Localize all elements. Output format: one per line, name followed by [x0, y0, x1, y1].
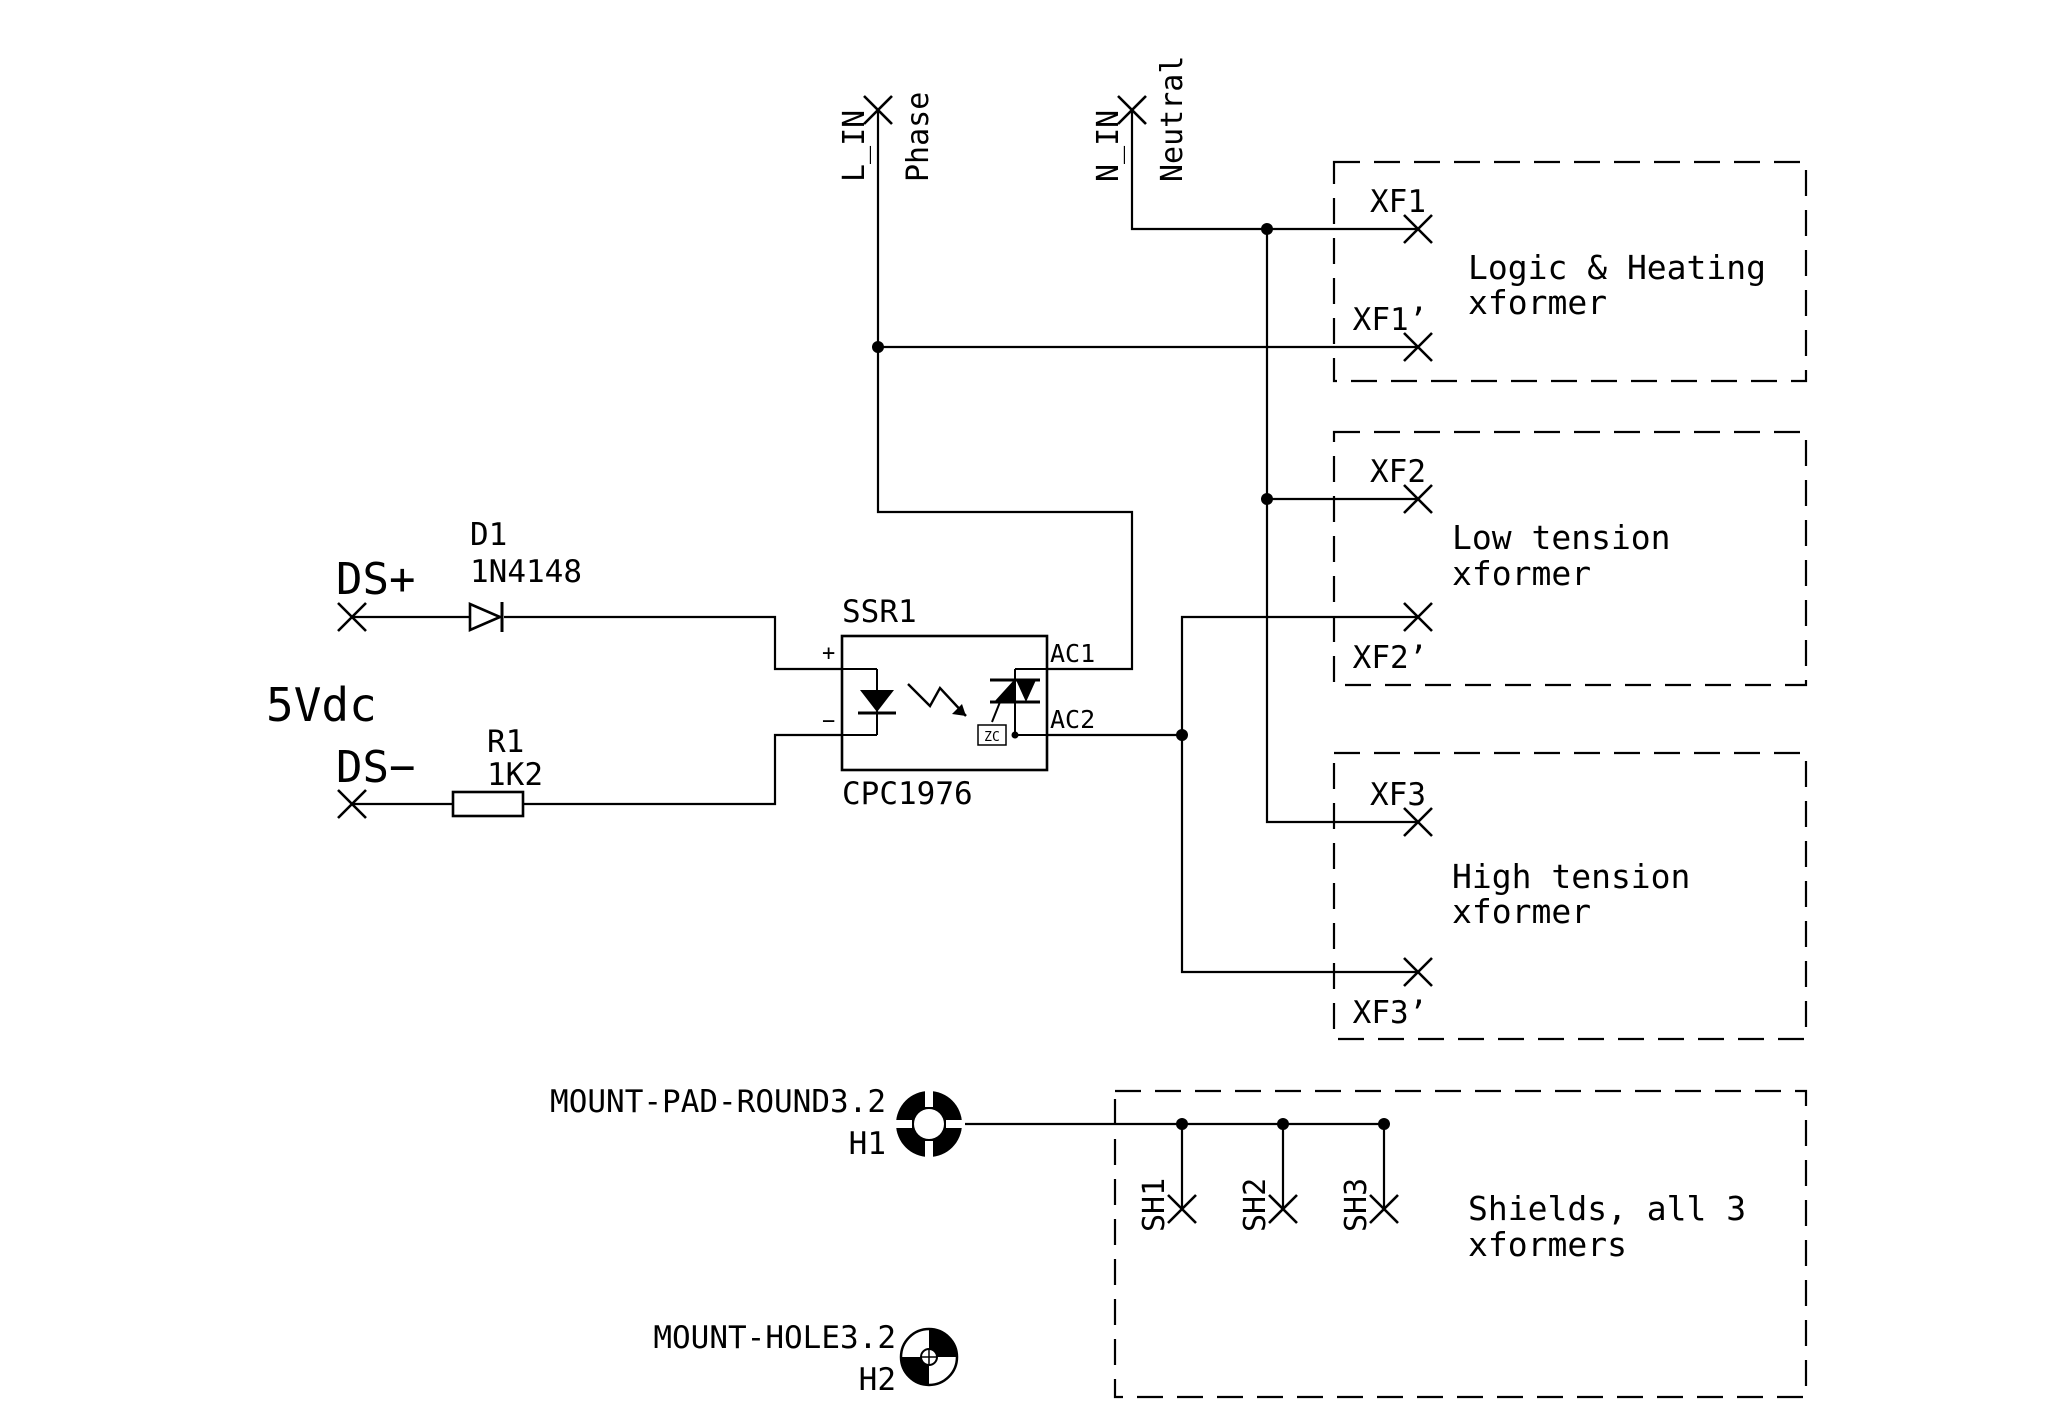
- diode-anode-triangle: [468, 602, 504, 632]
- ssr-zc-label: ZC: [984, 730, 1000, 745]
- h2-ref-label: H2: [859, 1362, 896, 1398]
- r1-value-label: 1K2: [487, 757, 543, 793]
- junction-dot: [872, 341, 884, 353]
- ds-minus-label: DS−: [336, 742, 415, 793]
- connector-xf3b: [1403, 957, 1433, 987]
- wires: [352, 110, 1418, 1209]
- wire-ds-minus-2: [523, 733, 842, 806]
- phase-label: Phase: [901, 92, 936, 182]
- ssr-led-triangle: [860, 690, 894, 712]
- h2-part-label: MOUNT-HOLE3.2: [653, 1320, 896, 1356]
- sh3-pin-label: SH3: [1339, 1178, 1374, 1232]
- ssr-triac-triangle-right: [1016, 680, 1036, 702]
- sh2-pin-label: SH2: [1238, 1178, 1273, 1232]
- connector-xf1: [1403, 214, 1433, 244]
- ssr1-ref-label: SSR1: [842, 594, 917, 630]
- ssr1-body: [840, 634, 1049, 772]
- ssr-light-arrow: [907, 683, 967, 717]
- ssr1-pin-minus: −: [822, 709, 835, 734]
- r1-ref-label: R1: [487, 724, 524, 760]
- neutral-label: Neutral: [1155, 56, 1190, 182]
- xf3b-pin-label: XF3’: [1353, 995, 1428, 1031]
- junctions: [872, 223, 1390, 1130]
- xformer-2-subtitle: xformer: [1452, 554, 1591, 593]
- junction-dot: [1261, 223, 1273, 235]
- connector-ds-minus: [337, 789, 367, 819]
- mount-pad-h1: [893, 1088, 965, 1160]
- connector-crosses: [337, 95, 1433, 1224]
- mount-hole-quadrant: [901, 1357, 929, 1385]
- xformer-3-subtitle: xformer: [1452, 892, 1591, 931]
- wire-ds-plus-2: [504, 615, 842, 671]
- junction-dot: [1277, 1118, 1289, 1130]
- ssr1-pin-plus: +: [822, 641, 835, 666]
- ssr1-pin-ac2: AC2: [1050, 705, 1095, 734]
- connector-sh1: [1167, 1194, 1197, 1224]
- junction-dot: [1176, 1118, 1188, 1130]
- h1-ref-label: H1: [849, 1126, 886, 1162]
- shields-subtitle: xformers: [1468, 1225, 1627, 1264]
- l-in-label: L_IN: [837, 110, 872, 182]
- xformer-1-title: Logic & Heating: [1468, 248, 1766, 287]
- wire-neutral: [1130, 110, 1418, 231]
- mount-hole-h2: [899, 1327, 959, 1387]
- connector-sh3: [1369, 1194, 1399, 1224]
- connector-n-in: [1117, 95, 1147, 125]
- junction-dot: [1378, 1118, 1390, 1130]
- xformer-3-frame: [1332, 751, 1808, 1041]
- n-in-label: N_IN: [1091, 110, 1126, 182]
- h1-part-label: MOUNT-PAD-ROUND3.2: [550, 1084, 886, 1120]
- connector-xf1b: [1403, 332, 1433, 362]
- ssr-triac-node: [1011, 731, 1019, 739]
- connector-ds-plus: [337, 602, 367, 632]
- xf1b-pin-label: XF1’: [1353, 302, 1428, 338]
- shields-frame: [1113, 1089, 1808, 1399]
- xf1-pin-label: XF1: [1370, 184, 1426, 220]
- d1-value-label: 1N4148: [470, 554, 582, 590]
- connector-sh2: [1268, 1194, 1298, 1224]
- connector-xf2: [1403, 484, 1433, 514]
- xformer-3-title: High tension: [1452, 857, 1690, 896]
- diode-d1: [468, 602, 504, 632]
- mount-pad-hole: [914, 1109, 944, 1139]
- xformer-2-frame: [1332, 430, 1808, 687]
- ssr1: ZC: [840, 634, 1049, 772]
- ssr-triac-gate: [991, 701, 1001, 723]
- sh1-pin-label: SH1: [1137, 1178, 1172, 1232]
- ssr1-part-label: CPC1976: [842, 776, 973, 812]
- connector-l-in: [863, 95, 893, 125]
- wire-phase: [876, 110, 1134, 671]
- ssr-zc-box: [977, 724, 1007, 746]
- ssr1-pin-ac1: AC1: [1050, 639, 1095, 668]
- ssr-triac-triangle-left: [994, 680, 1014, 702]
- ssr-light-arrowhead: [952, 704, 966, 716]
- junction-dot: [1176, 729, 1188, 741]
- wire-switched-xf2b: [1180, 615, 1418, 974]
- xf2b-pin-label: XF2’: [1353, 640, 1428, 676]
- xformer-1-subtitle: xformer: [1468, 283, 1607, 322]
- d1-ref-label: D1: [470, 517, 507, 553]
- xf3-pin-label: XF3: [1370, 777, 1426, 813]
- xformer-2-title: Low tension: [1452, 518, 1671, 557]
- xf2-pin-label: XF2: [1370, 454, 1426, 490]
- connector-xf3: [1403, 807, 1433, 837]
- supply-label: 5Vdc: [266, 678, 377, 732]
- ds-plus-label: DS+: [336, 554, 415, 605]
- shields-title: Shields, all 3: [1468, 1189, 1746, 1228]
- xformer-1-frame: [1332, 160, 1808, 383]
- resistor-r1: [451, 790, 525, 818]
- connector-xf2b: [1403, 602, 1433, 632]
- wire-neutral-bus: [1265, 229, 1418, 824]
- junction-dot: [1261, 493, 1273, 505]
- mount-hole-quadrant: [929, 1329, 957, 1357]
